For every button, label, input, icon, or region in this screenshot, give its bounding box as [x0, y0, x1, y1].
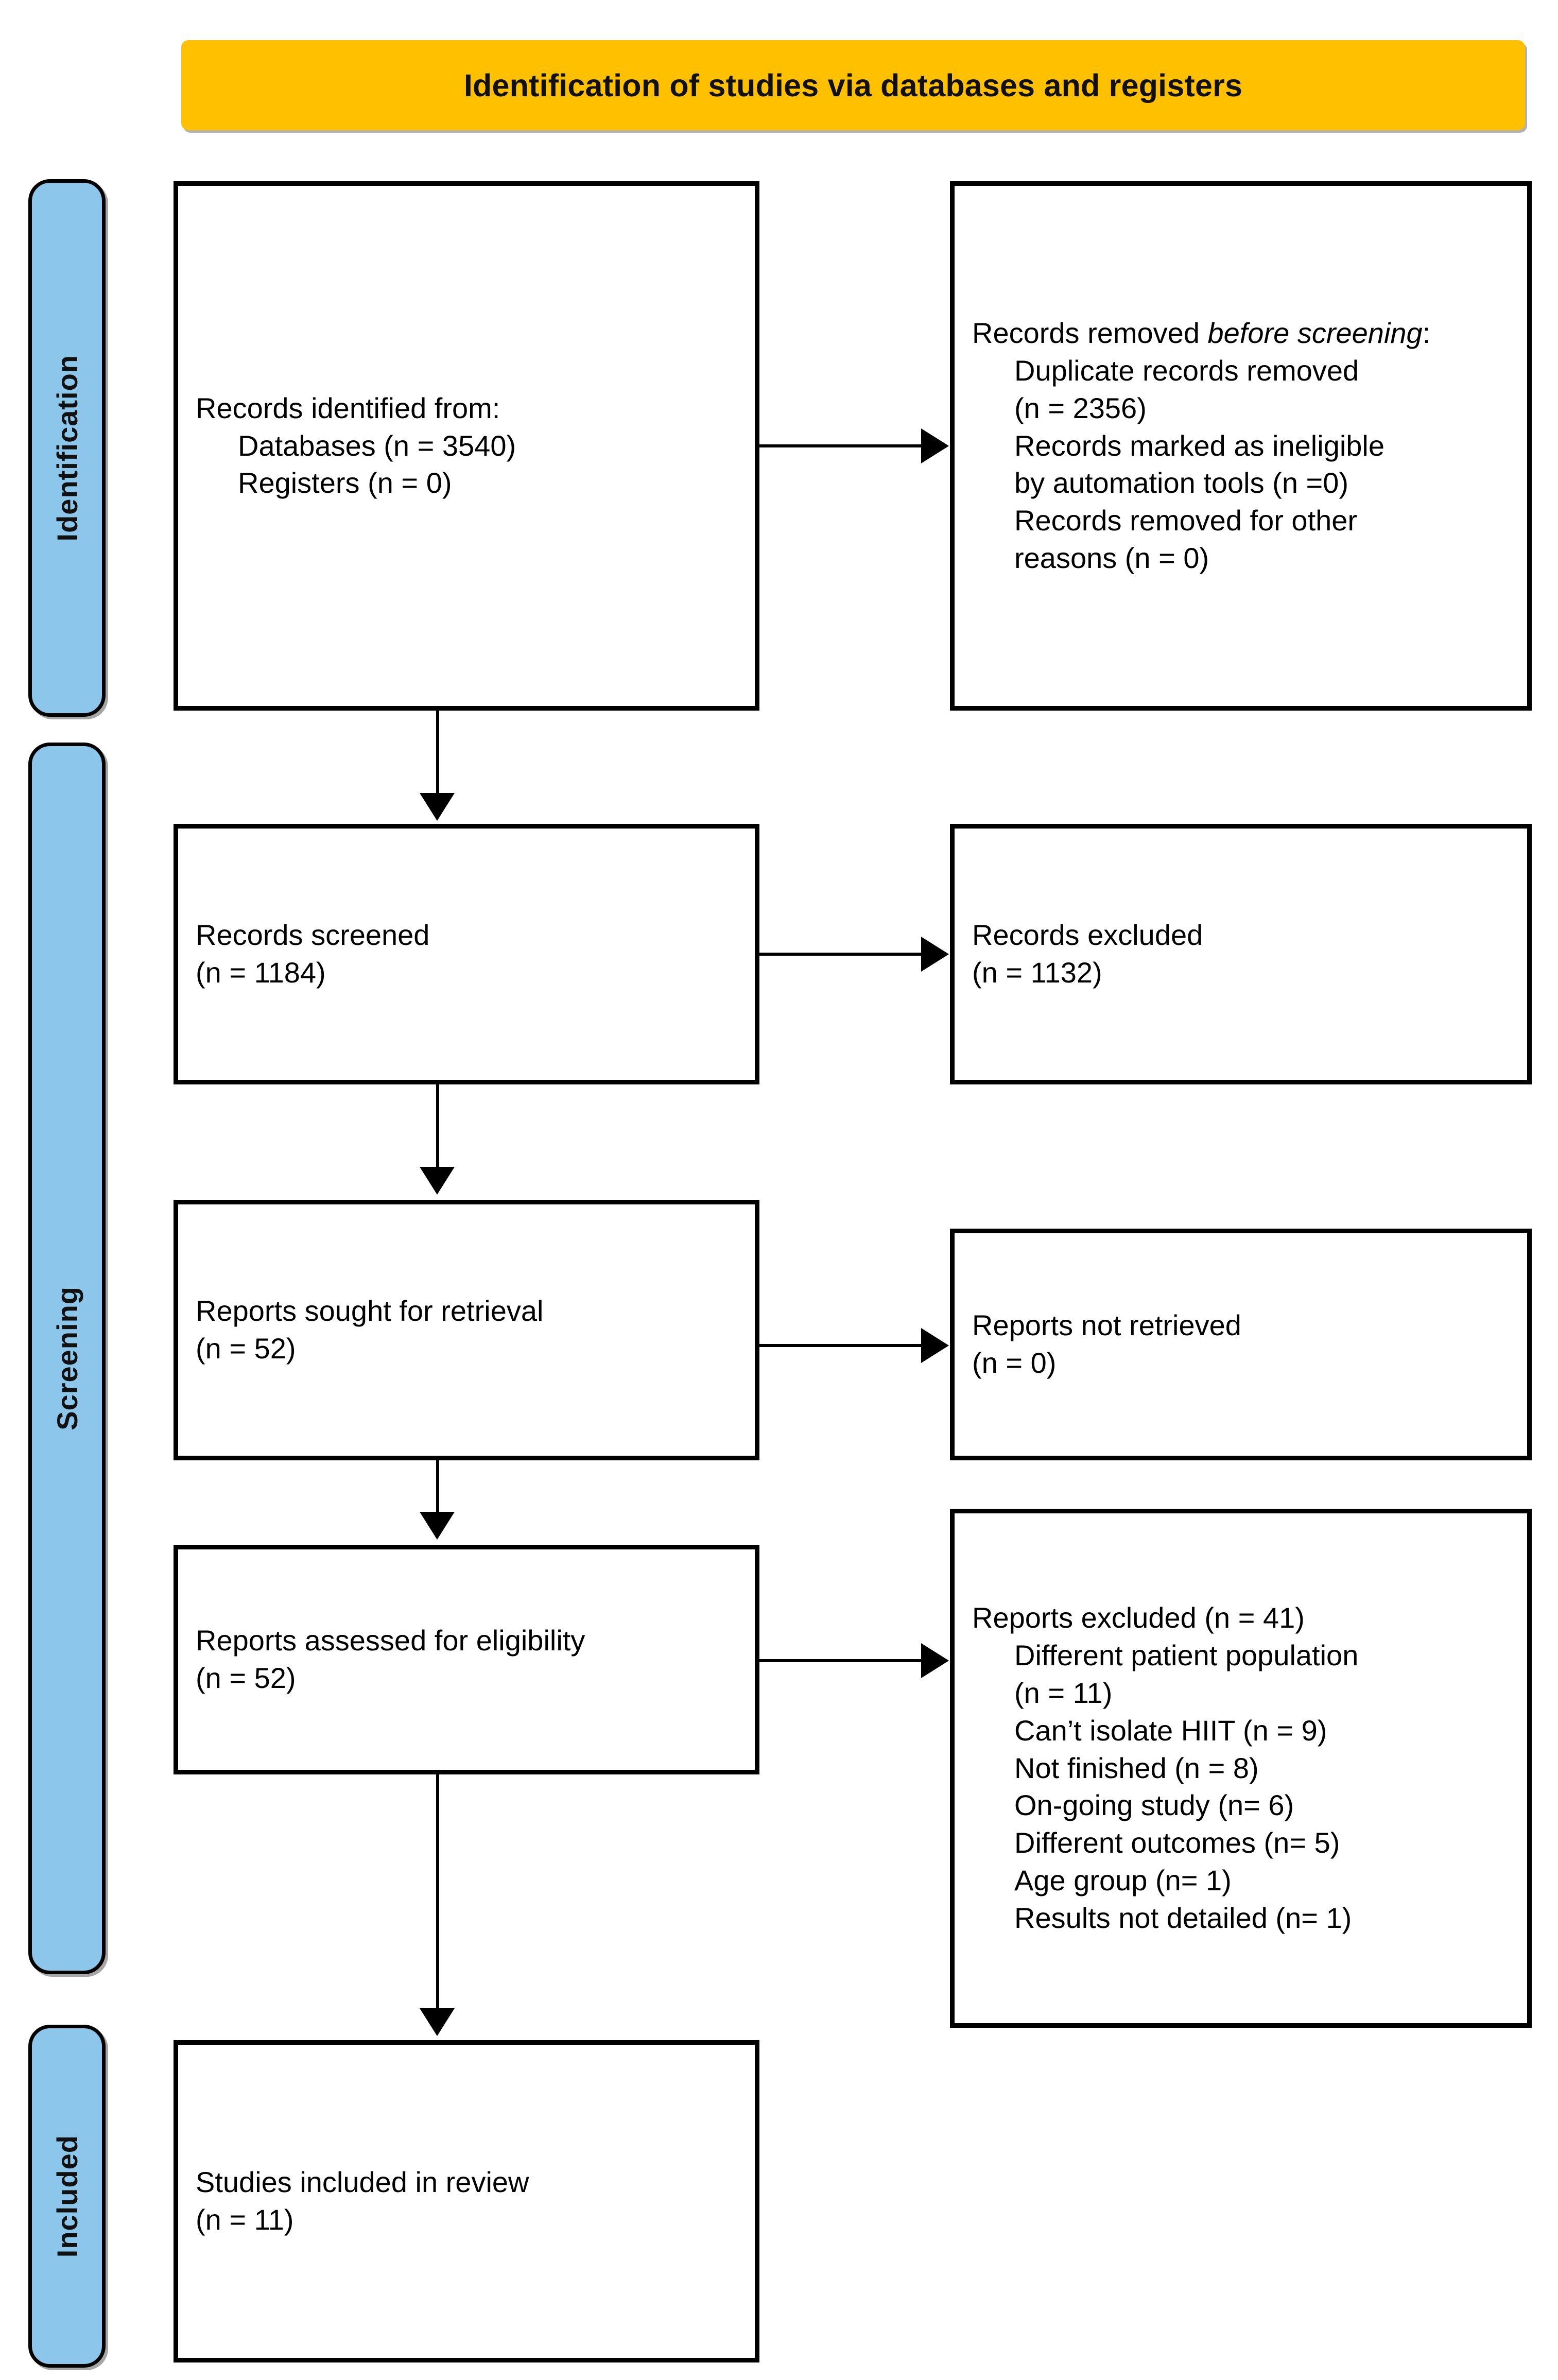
- box-line: Records screened: [196, 919, 430, 952]
- box-line: Reports assessed for eligibility: [196, 1624, 585, 1657]
- arrowhead-right-icon: [921, 1328, 949, 1363]
- connector-assessed-to-included: [436, 1774, 439, 2009]
- box-line: Different patient population: [1014, 1639, 1359, 1672]
- phase-label-screening-text: Screening: [50, 1286, 83, 1430]
- box-line: Databases (n = 3540): [238, 429, 516, 462]
- banner-title: Identification of studies via databases …: [463, 67, 1243, 103]
- connector-identified-to-screened: [436, 711, 439, 796]
- box-line: (n = 2356): [1014, 391, 1147, 424]
- heading-italic: before screening: [1207, 317, 1423, 350]
- box-line: Reports not retrieved: [972, 1309, 1241, 1342]
- box-line: (n = 52): [196, 1332, 296, 1365]
- box-line: On-going study (n= 6): [1014, 1789, 1294, 1822]
- box-line: reasons (n = 0): [1014, 541, 1209, 574]
- arrowhead-down-icon: [420, 1167, 455, 1195]
- box-line: Duplicate records removed: [1014, 354, 1359, 387]
- box-line: Records excluded: [972, 919, 1203, 952]
- connector-identified-to-removed: [759, 444, 924, 447]
- connector-sought-to-not-retrieved: [759, 1344, 924, 1347]
- box-line: by automation tools (n =0): [1014, 467, 1349, 499]
- box-line: (n = 1184): [196, 956, 326, 989]
- box-studies-included-in-review: Studies included in review (n = 11): [174, 2040, 759, 2362]
- diagram-header-banner: Identification of studies via databases …: [181, 40, 1525, 130]
- box-line: Records marked as ineligible: [1014, 429, 1385, 462]
- arrowhead-down-icon: [420, 793, 455, 821]
- phase-label-included-text: Included: [50, 2134, 83, 2258]
- phase-label-identification: Identification: [28, 179, 106, 717]
- box-line: (n = 0): [972, 1347, 1057, 1379]
- arrowhead-right-icon: [921, 428, 949, 463]
- box-heading: Records removed before screening:: [972, 315, 1510, 352]
- box-line: Reports excluded (n = 41): [972, 1601, 1305, 1634]
- box-line: (n = 1132): [972, 956, 1102, 989]
- box-records-identified: Records identified from: Databases (n = …: [174, 181, 759, 711]
- heading-tail: :: [1422, 317, 1431, 350]
- box-line: (n = 11): [196, 2203, 294, 2236]
- box-line: Results not detailed (n= 1): [1014, 1901, 1352, 1934]
- arrowhead-down-icon: [420, 2008, 455, 2036]
- box-reports-not-retrieved: Reports not retrieved (n = 0): [950, 1229, 1532, 1460]
- phase-label-identification-text: Identification: [50, 354, 83, 542]
- connector-assessed-to-excluded-reports: [759, 1659, 924, 1662]
- connector-screened-to-sought: [436, 1084, 439, 1170]
- box-line: Studies included in review: [196, 2166, 529, 2199]
- connector-screened-to-excluded: [759, 953, 924, 956]
- box-records-removed-before-screening: Records removed before screening: Duplic…: [950, 181, 1532, 711]
- box-reports-excluded-with-reasons: Reports excluded (n = 41) Different pati…: [950, 1509, 1532, 2028]
- box-line: Can’t isolate HIIT (n = 9): [1014, 1714, 1327, 1747]
- arrowhead-right-icon: [921, 937, 949, 972]
- phase-label-included: Included: [28, 2025, 106, 2368]
- arrowhead-down-icon: [420, 1512, 455, 1540]
- box-line: Not finished (n = 8): [1014, 1751, 1259, 1784]
- heading-plain: Records removed: [972, 317, 1208, 350]
- box-line: Records identified from:: [196, 391, 500, 424]
- box-line: (n = 52): [196, 1662, 296, 1694]
- box-line: Records removed for other: [1014, 504, 1358, 537]
- box-line: Age group (n= 1): [1014, 1864, 1232, 1896]
- box-line: (n = 11): [1014, 1677, 1113, 1709]
- box-line: Reports sought for retrieval: [196, 1295, 544, 1327]
- box-reports-assessed-for-eligibility: Reports assessed for eligibility (n = 52…: [174, 1545, 759, 1774]
- box-reports-sought-for-retrieval: Reports sought for retrieval (n = 52): [174, 1200, 759, 1460]
- box-line: Registers (n = 0): [238, 467, 452, 499]
- arrowhead-right-icon: [921, 1643, 949, 1678]
- phase-label-screening: Screening: [28, 743, 106, 1974]
- box-records-excluded: Records excluded (n = 1132): [950, 824, 1532, 1084]
- box-records-screened: Records screened (n = 1184): [174, 824, 759, 1084]
- connector-sought-to-assessed: [436, 1460, 439, 1515]
- box-line: Different outcomes (n= 5): [1014, 1826, 1340, 1859]
